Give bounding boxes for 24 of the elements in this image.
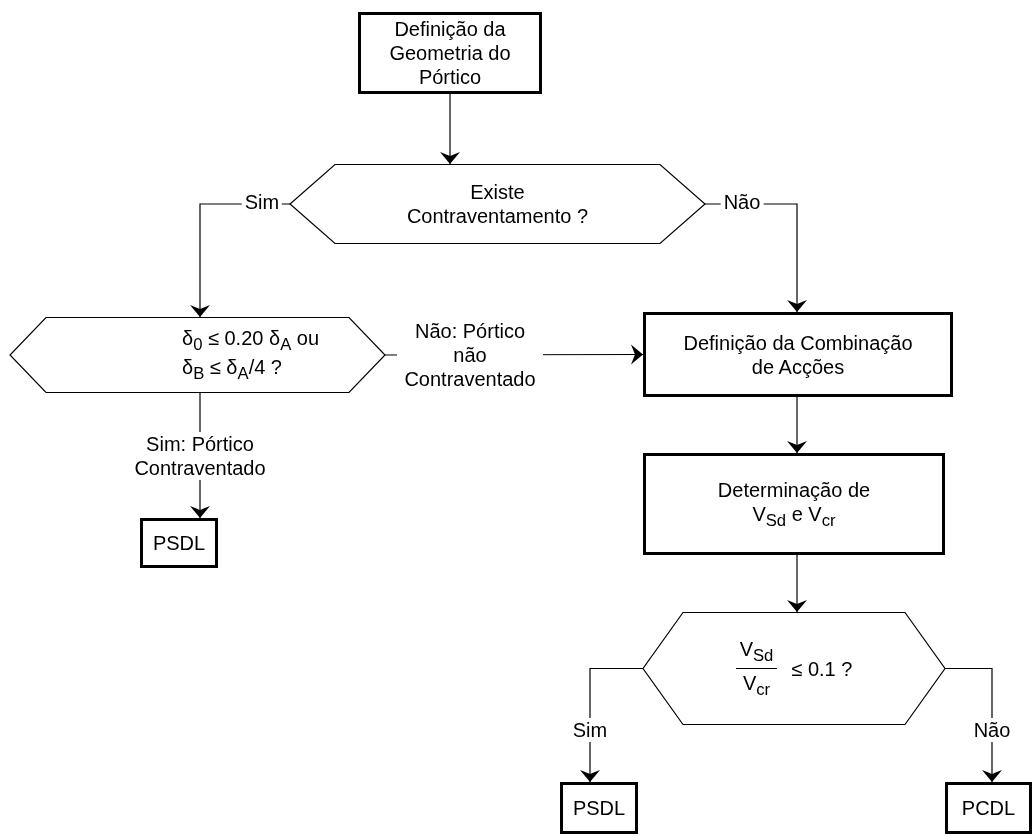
node-text: Determinação de V$_{Sd}$ e V$_{cr}$ (716, 477, 872, 531)
node-text: PSDL (572, 796, 626, 820)
node-text: Existe Contraventamento ? (405, 180, 590, 228)
node-text: Definição da Geometria do Pórtico (388, 17, 512, 89)
arrow (787, 554, 807, 613)
process-box (560, 782, 638, 834)
condition-text: ≤ 0.1 ? (791, 656, 853, 681)
arrow (787, 396, 807, 454)
process-box (140, 518, 218, 568)
decision-hexagon (10, 317, 385, 393)
decision-hexagon (643, 612, 945, 725)
condition-text: δ$_{B}$ ≤ δ$_{A}$/4 ? (182, 355, 282, 384)
decision-hexagon (290, 164, 705, 244)
process-box (643, 453, 945, 555)
node-text: Definição da Combinação de Acções (683, 330, 913, 379)
process-box (945, 782, 1032, 834)
node-text: PSDL (152, 531, 206, 555)
arrow (440, 93, 460, 165)
fraction-denominator: V$_{cr}$ (741, 671, 772, 700)
process-box (643, 312, 953, 397)
fraction-numerator: V$_{Sd}$ (735, 637, 778, 669)
condition-text: δ$_{0}$ ≤ 0.20 δ$_{A}$ ou (182, 326, 320, 355)
node-text: PCDL (961, 796, 1016, 820)
process-box (358, 12, 542, 94)
